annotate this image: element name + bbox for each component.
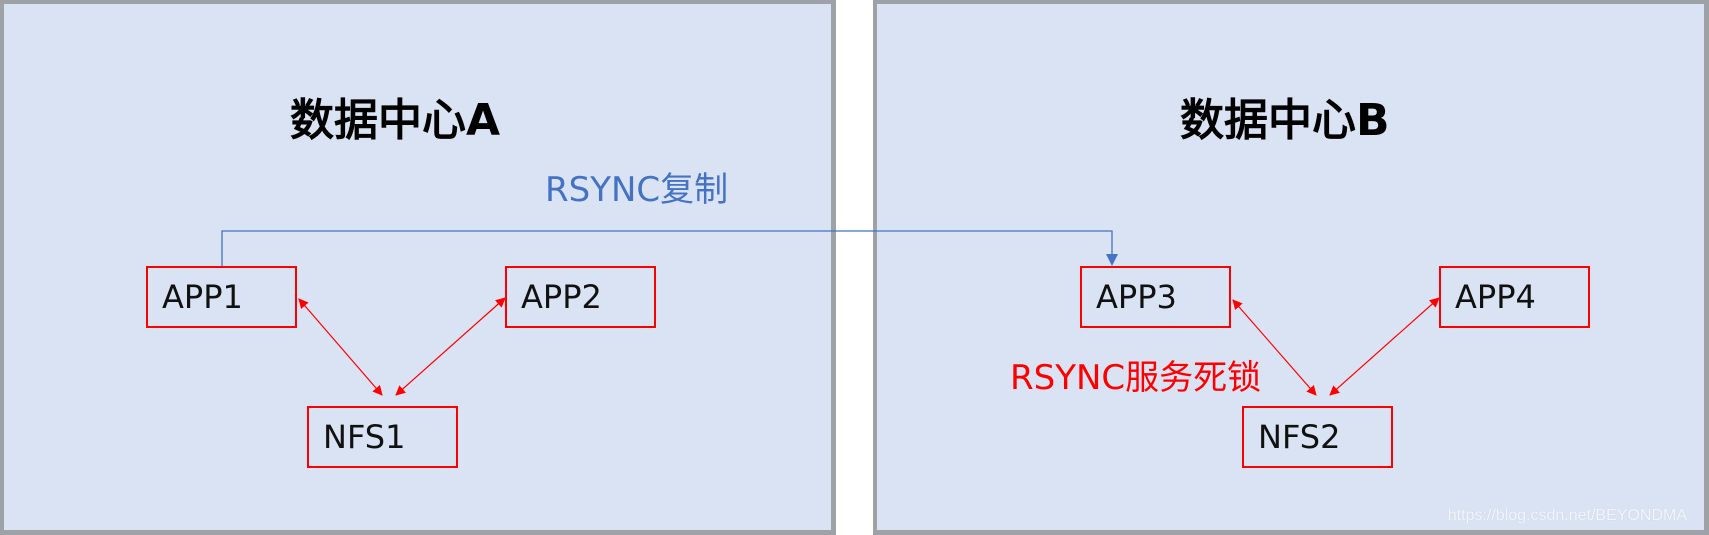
node-app4: APP4	[1439, 266, 1590, 328]
datacenter-a-panel	[0, 0, 836, 535]
node-app1-label: APP1	[162, 278, 243, 316]
node-nfs1-label: NFS1	[323, 418, 406, 456]
rsync-copy-label: RSYNC复制	[545, 170, 729, 210]
node-app2-label: APP2	[521, 278, 602, 316]
node-app4-label: APP4	[1455, 278, 1536, 316]
datacenter-a-title: 数据中心A	[290, 95, 501, 146]
datacenter-b-title: 数据中心B	[1180, 95, 1390, 146]
node-nfs2: NFS2	[1242, 406, 1393, 468]
node-app2: APP2	[505, 266, 656, 328]
rsync-deadlock-label: RSYNC服务死锁	[1010, 358, 1262, 398]
watermark: https://blog.csdn.net/BEYONDMA	[1447, 507, 1687, 524]
node-app1: APP1	[146, 266, 297, 328]
node-app3-label: APP3	[1096, 278, 1177, 316]
node-nfs1: NFS1	[307, 406, 458, 468]
node-nfs2-label: NFS2	[1258, 418, 1341, 456]
node-app3: APP3	[1080, 266, 1231, 328]
